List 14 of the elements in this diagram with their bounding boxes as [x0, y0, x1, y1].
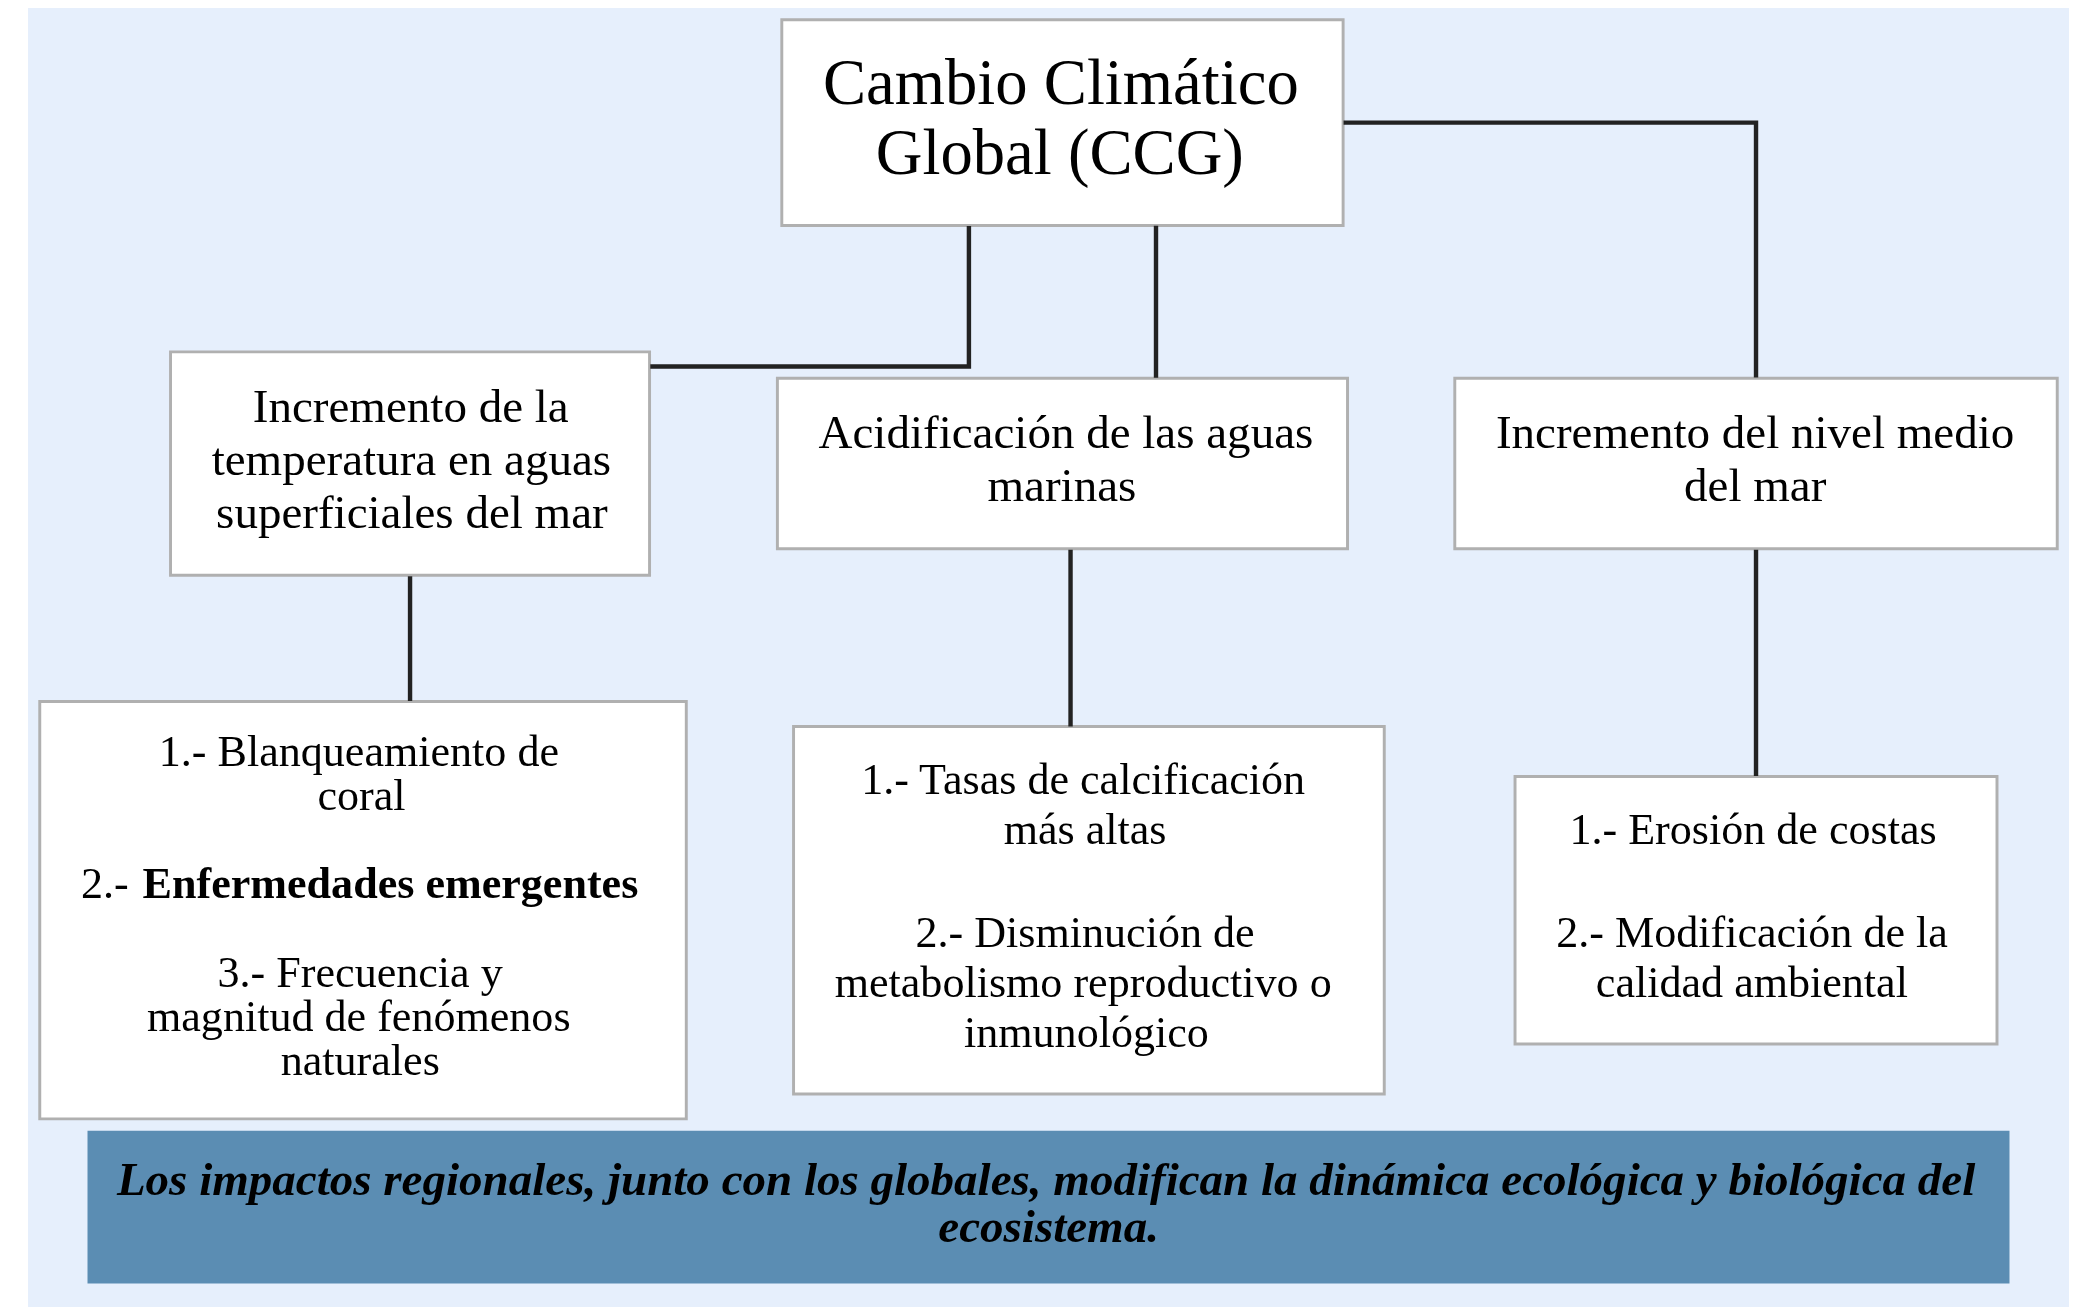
node-box: 1.- Erosión de costas 2.- Modificación de la calidad ambiental — [1513, 775, 1998, 1046]
connector — [407, 576, 412, 701]
connector — [1753, 549, 1758, 776]
node-box: Acidificación de las aguas marinas — [775, 376, 1349, 551]
node-box: Cambio Climático Global (CCG) — [779, 18, 1345, 227]
connector — [649, 226, 971, 369]
node-box: Incremento del nivel medio del mar — [1452, 376, 2059, 551]
node-box: 1.- Tasas de calcificación más altas 2.- Disminución de metabolismo reproductivo o inmunológico — [791, 725, 1386, 1096]
connector — [1343, 120, 1758, 378]
connector — [1153, 225, 1158, 378]
caption: Los impactos regionales, junto con los globales, modifican la dinámica ecológica y biológica del ecosistema. — [116, 1152, 1975, 1252]
node-box: Incremento de la temperatura en aguas superficiales del mar — [168, 350, 651, 577]
connector — [1067, 549, 1073, 727]
node-box: 1.- Blanqueamiento de coral 2.- Enfermedades emergentes 3.- Frecuencia y magnitud de fenómenos naturales — [37, 700, 688, 1121]
